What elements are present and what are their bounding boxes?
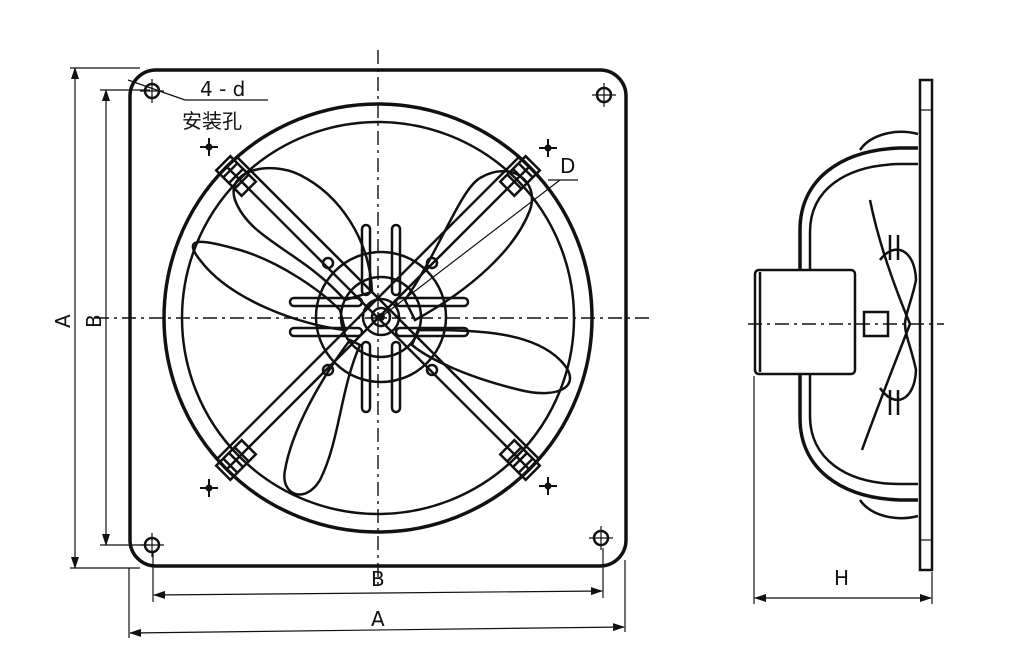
dim-label-B-horizontal: B	[371, 567, 385, 591]
dim-label-A-vertical: A	[51, 314, 75, 328]
support-arms	[798, 130, 919, 520]
horizontal-dimensions	[128, 548, 626, 638]
diameter-leader	[380, 179, 578, 318]
hub	[314, 250, 448, 384]
diameter-label: D	[560, 154, 575, 178]
dim-label-H: H	[834, 566, 849, 590]
side-view: H	[748, 78, 944, 604]
hole-count-label: 4 - d	[200, 77, 245, 101]
guard-ring	[162, 102, 594, 534]
fan-blades	[191, 166, 572, 496]
guard-spokes	[214, 154, 542, 482]
motor-shaft-coupling	[862, 310, 890, 338]
dim-label-A-horizontal: A	[371, 607, 385, 631]
hub-bars	[288, 223, 470, 414]
hole-callout	[127, 79, 268, 101]
mounting-hole-note: 安装孔	[182, 109, 242, 133]
front-view: D 4 - d 安装孔 A	[51, 50, 650, 638]
motor-body	[753, 268, 857, 376]
side-plate	[918, 78, 934, 572]
vertical-dimensions	[70, 67, 150, 569]
side-blades	[860, 199, 918, 451]
depth-dimension	[753, 376, 933, 604]
dim-label-B-vertical: B	[82, 314, 106, 328]
